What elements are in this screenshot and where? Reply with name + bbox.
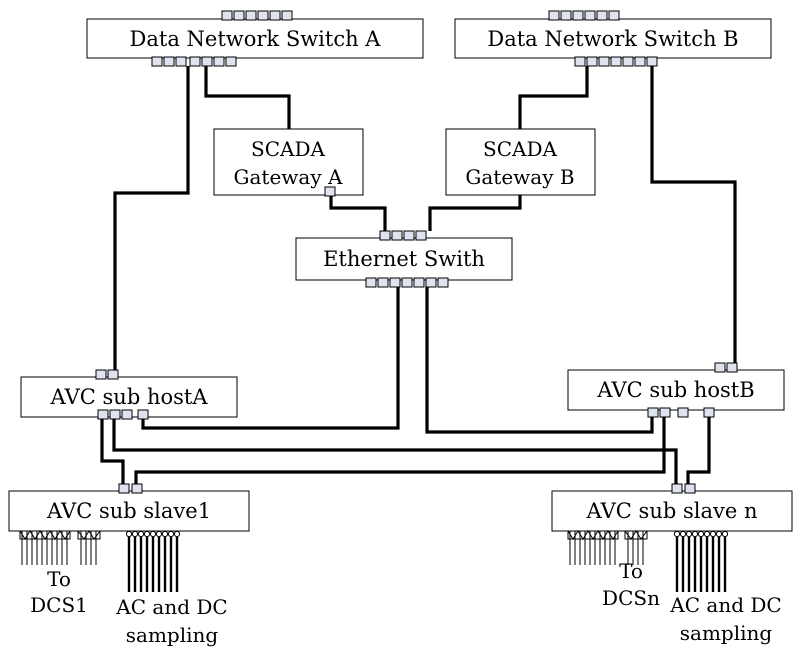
switch-b-bottom-ports	[574, 56, 658, 67]
avc-host-b: AVC sub hostB	[567, 362, 785, 418]
gateway-a-label-line2: Gateway A	[234, 165, 343, 189]
ethernet-switch-bottom-ports	[365, 277, 449, 288]
switch-a-top-ports	[221, 10, 293, 21]
slave-n-label: AVC sub slave n	[586, 499, 758, 523]
wire-ethernet-host-a	[141, 287, 400, 430]
host-b-top-ports	[714, 362, 738, 373]
dcsn-label-line2: DCSn	[602, 586, 660, 610]
wire-gateway-a-ethernet	[329, 196, 387, 231]
dcs1-label-line1: To	[47, 567, 71, 591]
wire-host-b-slave-1	[134, 417, 666, 484]
sampling1-label-line1: AC and DC	[115, 595, 227, 619]
gateway-b-label-line2: Gateway B	[465, 165, 574, 189]
slave-n-sampling-inputs: AC and DC sampling	[669, 530, 782, 645]
slave-1-dcs-outputs: To DCS1	[19, 530, 101, 617]
samplingn-label-line1: AC and DC	[669, 593, 781, 617]
host-a-bottom-ports	[97, 409, 149, 420]
scada-gateway-a: SCADA Gateway A	[213, 128, 364, 197]
host-b-label: AVC sub hostB	[596, 378, 754, 402]
ethernet-switch-label: Ethernet Swith	[323, 247, 485, 271]
wire-switch-b-host-b	[650, 66, 737, 363]
gateway-a-port	[324, 186, 336, 197]
dcs1-label-line2: DCS1	[30, 593, 88, 617]
ethernet-switch-top-ports	[379, 230, 427, 241]
avc-slave-n: AVC sub slave n	[551, 483, 793, 532]
wire-gateway-b-ethernet	[428, 195, 522, 231]
wire-host-b-slave-n	[686, 417, 711, 484]
host-b-bottom-ports	[647, 407, 715, 418]
wire-ethernet-host-b	[425, 287, 654, 434]
switch-a-bottom-ports	[151, 56, 237, 67]
host-a-top-ports	[95, 369, 119, 380]
switch-b-top-ports	[548, 10, 620, 21]
sampling1-label-line2: sampling	[126, 623, 219, 647]
dcsn-label-line1: To	[619, 559, 643, 583]
wire-switch-b-gateway-b	[518, 66, 589, 129]
switch-a: Data Network Switch A	[86, 10, 424, 67]
host-a-label: AVC sub hostA	[50, 385, 209, 409]
slave-1-label: AVC sub slave1	[46, 499, 211, 523]
avc-host-a: AVC sub hostA	[20, 369, 238, 420]
gateway-b-label-line1: SCADA	[483, 137, 557, 161]
switch-b-label: Data Network Switch B	[487, 27, 738, 51]
scada-gateway-b: SCADA Gateway B	[445, 128, 596, 196]
slave-n-dcs-outputs: To DCSn	[567, 530, 660, 610]
connections	[100, 66, 737, 484]
samplingn-label-line2: sampling	[680, 621, 773, 645]
switch-a-label: Data Network Switch A	[130, 27, 382, 51]
wire-host-a-slave-n	[112, 419, 678, 484]
gateway-a-label-line1: SCADA	[251, 137, 325, 161]
slave-1-sampling-inputs: AC and DC sampling	[115, 530, 228, 647]
wire-host-a-slave-1	[100, 419, 125, 484]
ethernet-switch: Ethernet Swith	[295, 230, 513, 288]
switch-b: Data Network Switch B	[454, 10, 772, 67]
avc-slave-1: AVC sub slave1	[8, 483, 250, 532]
wire-switch-a-host-a	[113, 66, 190, 370]
wire-switch-a-gateway-a	[204, 66, 291, 129]
